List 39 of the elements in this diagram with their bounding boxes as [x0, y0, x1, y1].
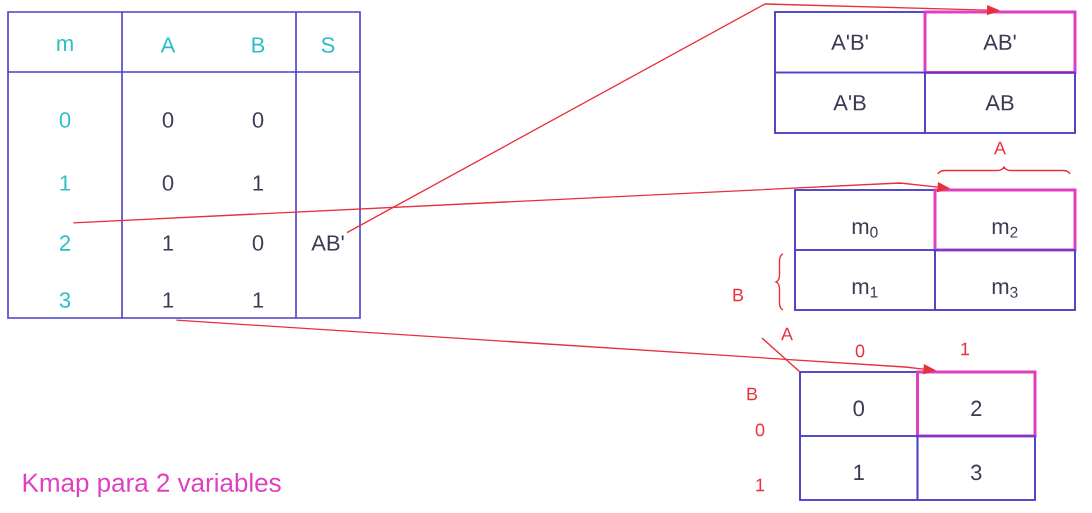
table-cell: 1 — [253, 175, 264, 191]
axis-label: 0 — [855, 344, 865, 358]
table-cell: 2 — [60, 235, 71, 251]
kmap-cell: m$_{0}$ — [794, 189, 936, 251]
table-cell: B — [252, 37, 265, 53]
kmap-cell: m$_{1}$ — [794, 249, 936, 311]
table-cell: A — [160, 37, 176, 53]
table-cell: 3 — [59, 292, 71, 308]
table-cell: 1 — [163, 235, 174, 251]
table-cell: 1 — [60, 175, 71, 191]
axis-label: 0 — [755, 423, 765, 437]
kmap-cell: m$_{3}$ — [934, 249, 1076, 311]
table-cell: AB' — [311, 235, 344, 251]
truth-table — [7, 11, 361, 319]
axis-label: B — [733, 288, 744, 302]
kmap-cell: 2 — [916, 370, 1037, 438]
table-cell: m — [57, 39, 73, 51]
table-cell: 0 — [162, 175, 174, 191]
kmap-cell: A'B' — [774, 11, 926, 74]
axis-label: A — [994, 141, 1006, 155]
axis-label: B — [747, 387, 758, 401]
table-cell: 0 — [252, 112, 264, 128]
kmap-cell: AB' — [923, 10, 1077, 74]
kmap-cell: A'B — [774, 71, 926, 134]
kmap-cell: 1 — [799, 435, 919, 501]
kmap-cell: AB — [924, 71, 1076, 134]
kmap-cell: m$_{2}$ — [933, 188, 1077, 252]
table-cell: S — [321, 37, 335, 53]
kmap-cell: 3 — [916, 435, 1036, 501]
table-cell: 0 — [59, 112, 71, 128]
kmap-cell: 0 — [799, 371, 919, 437]
axis-label: 1 — [961, 342, 970, 356]
table-cell: 0 — [252, 235, 264, 251]
table-cell: 1 — [253, 292, 264, 308]
axis-label: 1 — [756, 478, 765, 492]
table-cell: 1 — [163, 292, 174, 308]
caption: Kmap para 2 variables — [23, 472, 281, 498]
table-cell: 0 — [162, 112, 174, 128]
axis-label: A — [781, 327, 793, 341]
